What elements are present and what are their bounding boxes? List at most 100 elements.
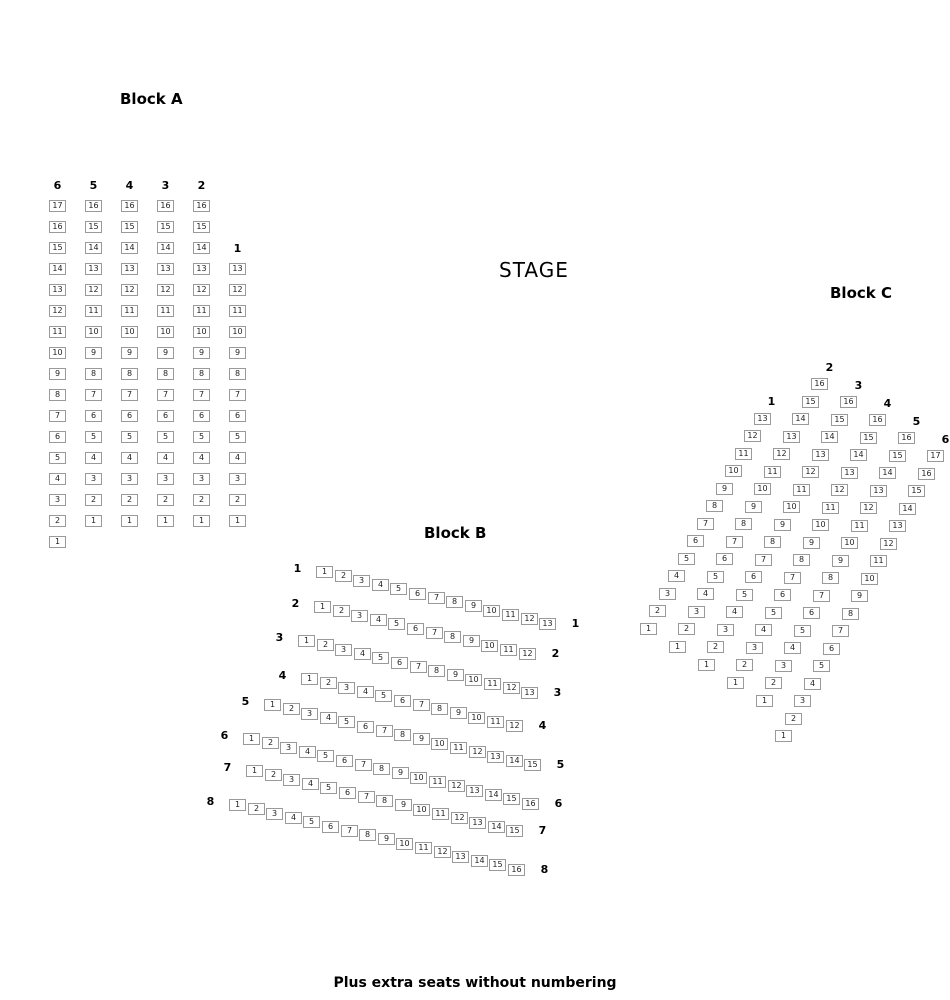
seat[interactable]: 3 bbox=[193, 473, 210, 485]
seat[interactable]: 3 bbox=[335, 644, 352, 656]
seat[interactable]: 1 bbox=[85, 515, 102, 527]
seat[interactable]: 9 bbox=[392, 767, 409, 779]
seat[interactable]: 15 bbox=[506, 825, 523, 837]
seat[interactable]: 14 bbox=[121, 242, 138, 254]
seat[interactable]: 9 bbox=[832, 555, 849, 567]
seat[interactable]: 11 bbox=[870, 555, 887, 567]
seat[interactable]: 11 bbox=[793, 484, 810, 496]
seat[interactable]: 6 bbox=[121, 410, 138, 422]
seat[interactable]: 2 bbox=[262, 737, 279, 749]
seat[interactable]: 13 bbox=[889, 520, 906, 532]
seat[interactable]: 6 bbox=[716, 553, 733, 565]
seat[interactable]: 11 bbox=[229, 305, 246, 317]
seat[interactable]: 2 bbox=[317, 639, 334, 651]
seat[interactable]: 14 bbox=[899, 503, 916, 515]
seat[interactable]: 11 bbox=[49, 326, 66, 338]
seat[interactable]: 12 bbox=[519, 648, 536, 660]
seat[interactable]: 1 bbox=[301, 673, 318, 685]
seat[interactable]: 10 bbox=[396, 838, 413, 850]
seat[interactable]: 7 bbox=[341, 825, 358, 837]
seat[interactable]: 9 bbox=[193, 347, 210, 359]
seat[interactable]: 4 bbox=[157, 452, 174, 464]
seat[interactable]: 6 bbox=[339, 787, 356, 799]
seat[interactable]: 8 bbox=[764, 536, 781, 548]
seat[interactable]: 3 bbox=[746, 642, 763, 654]
seat[interactable]: 13 bbox=[754, 413, 771, 425]
seat[interactable]: 12 bbox=[503, 682, 520, 694]
seat[interactable]: 5 bbox=[390, 583, 407, 595]
seat[interactable]: 4 bbox=[372, 579, 389, 591]
seat[interactable]: 8 bbox=[735, 518, 752, 530]
seat[interactable]: 3 bbox=[229, 473, 246, 485]
seat[interactable]: 3 bbox=[794, 695, 811, 707]
seat[interactable]: 4 bbox=[299, 746, 316, 758]
seat[interactable]: 15 bbox=[889, 450, 906, 462]
seat[interactable]: 11 bbox=[450, 742, 467, 754]
seat[interactable]: 1 bbox=[49, 536, 66, 548]
seat[interactable]: 2 bbox=[283, 703, 300, 715]
seat[interactable]: 6 bbox=[336, 755, 353, 767]
seat[interactable]: 6 bbox=[803, 607, 820, 619]
seat[interactable]: 7 bbox=[121, 389, 138, 401]
seat[interactable]: 5 bbox=[338, 716, 355, 728]
seat[interactable]: 14 bbox=[488, 821, 505, 833]
seat[interactable]: 2 bbox=[229, 494, 246, 506]
seat[interactable]: 8 bbox=[49, 389, 66, 401]
seat[interactable]: 10 bbox=[725, 465, 742, 477]
seat[interactable]: 16 bbox=[85, 200, 102, 212]
seat[interactable]: 12 bbox=[193, 284, 210, 296]
seat[interactable]: 15 bbox=[860, 432, 877, 444]
seat[interactable]: 6 bbox=[687, 535, 704, 547]
seat[interactable]: 4 bbox=[302, 778, 319, 790]
seat[interactable]: 3 bbox=[353, 575, 370, 587]
seat[interactable]: 7 bbox=[410, 661, 427, 673]
seat[interactable]: 1 bbox=[229, 515, 246, 527]
seat[interactable]: 16 bbox=[49, 221, 66, 233]
seat[interactable]: 7 bbox=[413, 699, 430, 711]
seat[interactable]: 12 bbox=[229, 284, 246, 296]
seat[interactable]: 10 bbox=[861, 573, 878, 585]
seat[interactable]: 8 bbox=[444, 631, 461, 643]
seat[interactable]: 1 bbox=[698, 659, 715, 671]
seat[interactable]: 14 bbox=[49, 263, 66, 275]
seat[interactable]: 9 bbox=[121, 347, 138, 359]
seat[interactable]: 10 bbox=[754, 483, 771, 495]
seat[interactable]: 7 bbox=[85, 389, 102, 401]
seat[interactable]: 12 bbox=[831, 484, 848, 496]
seat[interactable]: 13 bbox=[85, 263, 102, 275]
seat[interactable]: 14 bbox=[157, 242, 174, 254]
seat[interactable]: 2 bbox=[765, 677, 782, 689]
seat[interactable]: 12 bbox=[469, 746, 486, 758]
seat[interactable]: 8 bbox=[446, 596, 463, 608]
seat[interactable]: 17 bbox=[49, 200, 66, 212]
seat[interactable]: 8 bbox=[229, 368, 246, 380]
seat[interactable]: 4 bbox=[193, 452, 210, 464]
seat[interactable]: 11 bbox=[487, 716, 504, 728]
seat[interactable]: 8 bbox=[373, 763, 390, 775]
seat[interactable]: 1 bbox=[193, 515, 210, 527]
seat[interactable]: 16 bbox=[193, 200, 210, 212]
seat[interactable]: 8 bbox=[431, 703, 448, 715]
seat[interactable]: 12 bbox=[121, 284, 138, 296]
seat[interactable]: 13 bbox=[469, 817, 486, 829]
seat[interactable]: 1 bbox=[727, 677, 744, 689]
seat[interactable]: 5 bbox=[388, 618, 405, 630]
seat[interactable]: 3 bbox=[717, 624, 734, 636]
seat[interactable]: 9 bbox=[229, 347, 246, 359]
seat[interactable]: 4 bbox=[229, 452, 246, 464]
seat[interactable]: 13 bbox=[841, 467, 858, 479]
seat[interactable]: 9 bbox=[413, 733, 430, 745]
seat[interactable]: 1 bbox=[121, 515, 138, 527]
seat[interactable]: 2 bbox=[649, 605, 666, 617]
seat[interactable]: 16 bbox=[522, 798, 539, 810]
seat[interactable]: 7 bbox=[755, 554, 772, 566]
seat[interactable]: 4 bbox=[285, 812, 302, 824]
seat[interactable]: 12 bbox=[157, 284, 174, 296]
seat[interactable]: 15 bbox=[121, 221, 138, 233]
seat[interactable]: 16 bbox=[811, 378, 828, 390]
seat[interactable]: 5 bbox=[707, 571, 724, 583]
seat[interactable]: 4 bbox=[320, 712, 337, 724]
seat[interactable]: 15 bbox=[908, 485, 925, 497]
seat[interactable]: 13 bbox=[870, 485, 887, 497]
seat[interactable]: 11 bbox=[735, 448, 752, 460]
